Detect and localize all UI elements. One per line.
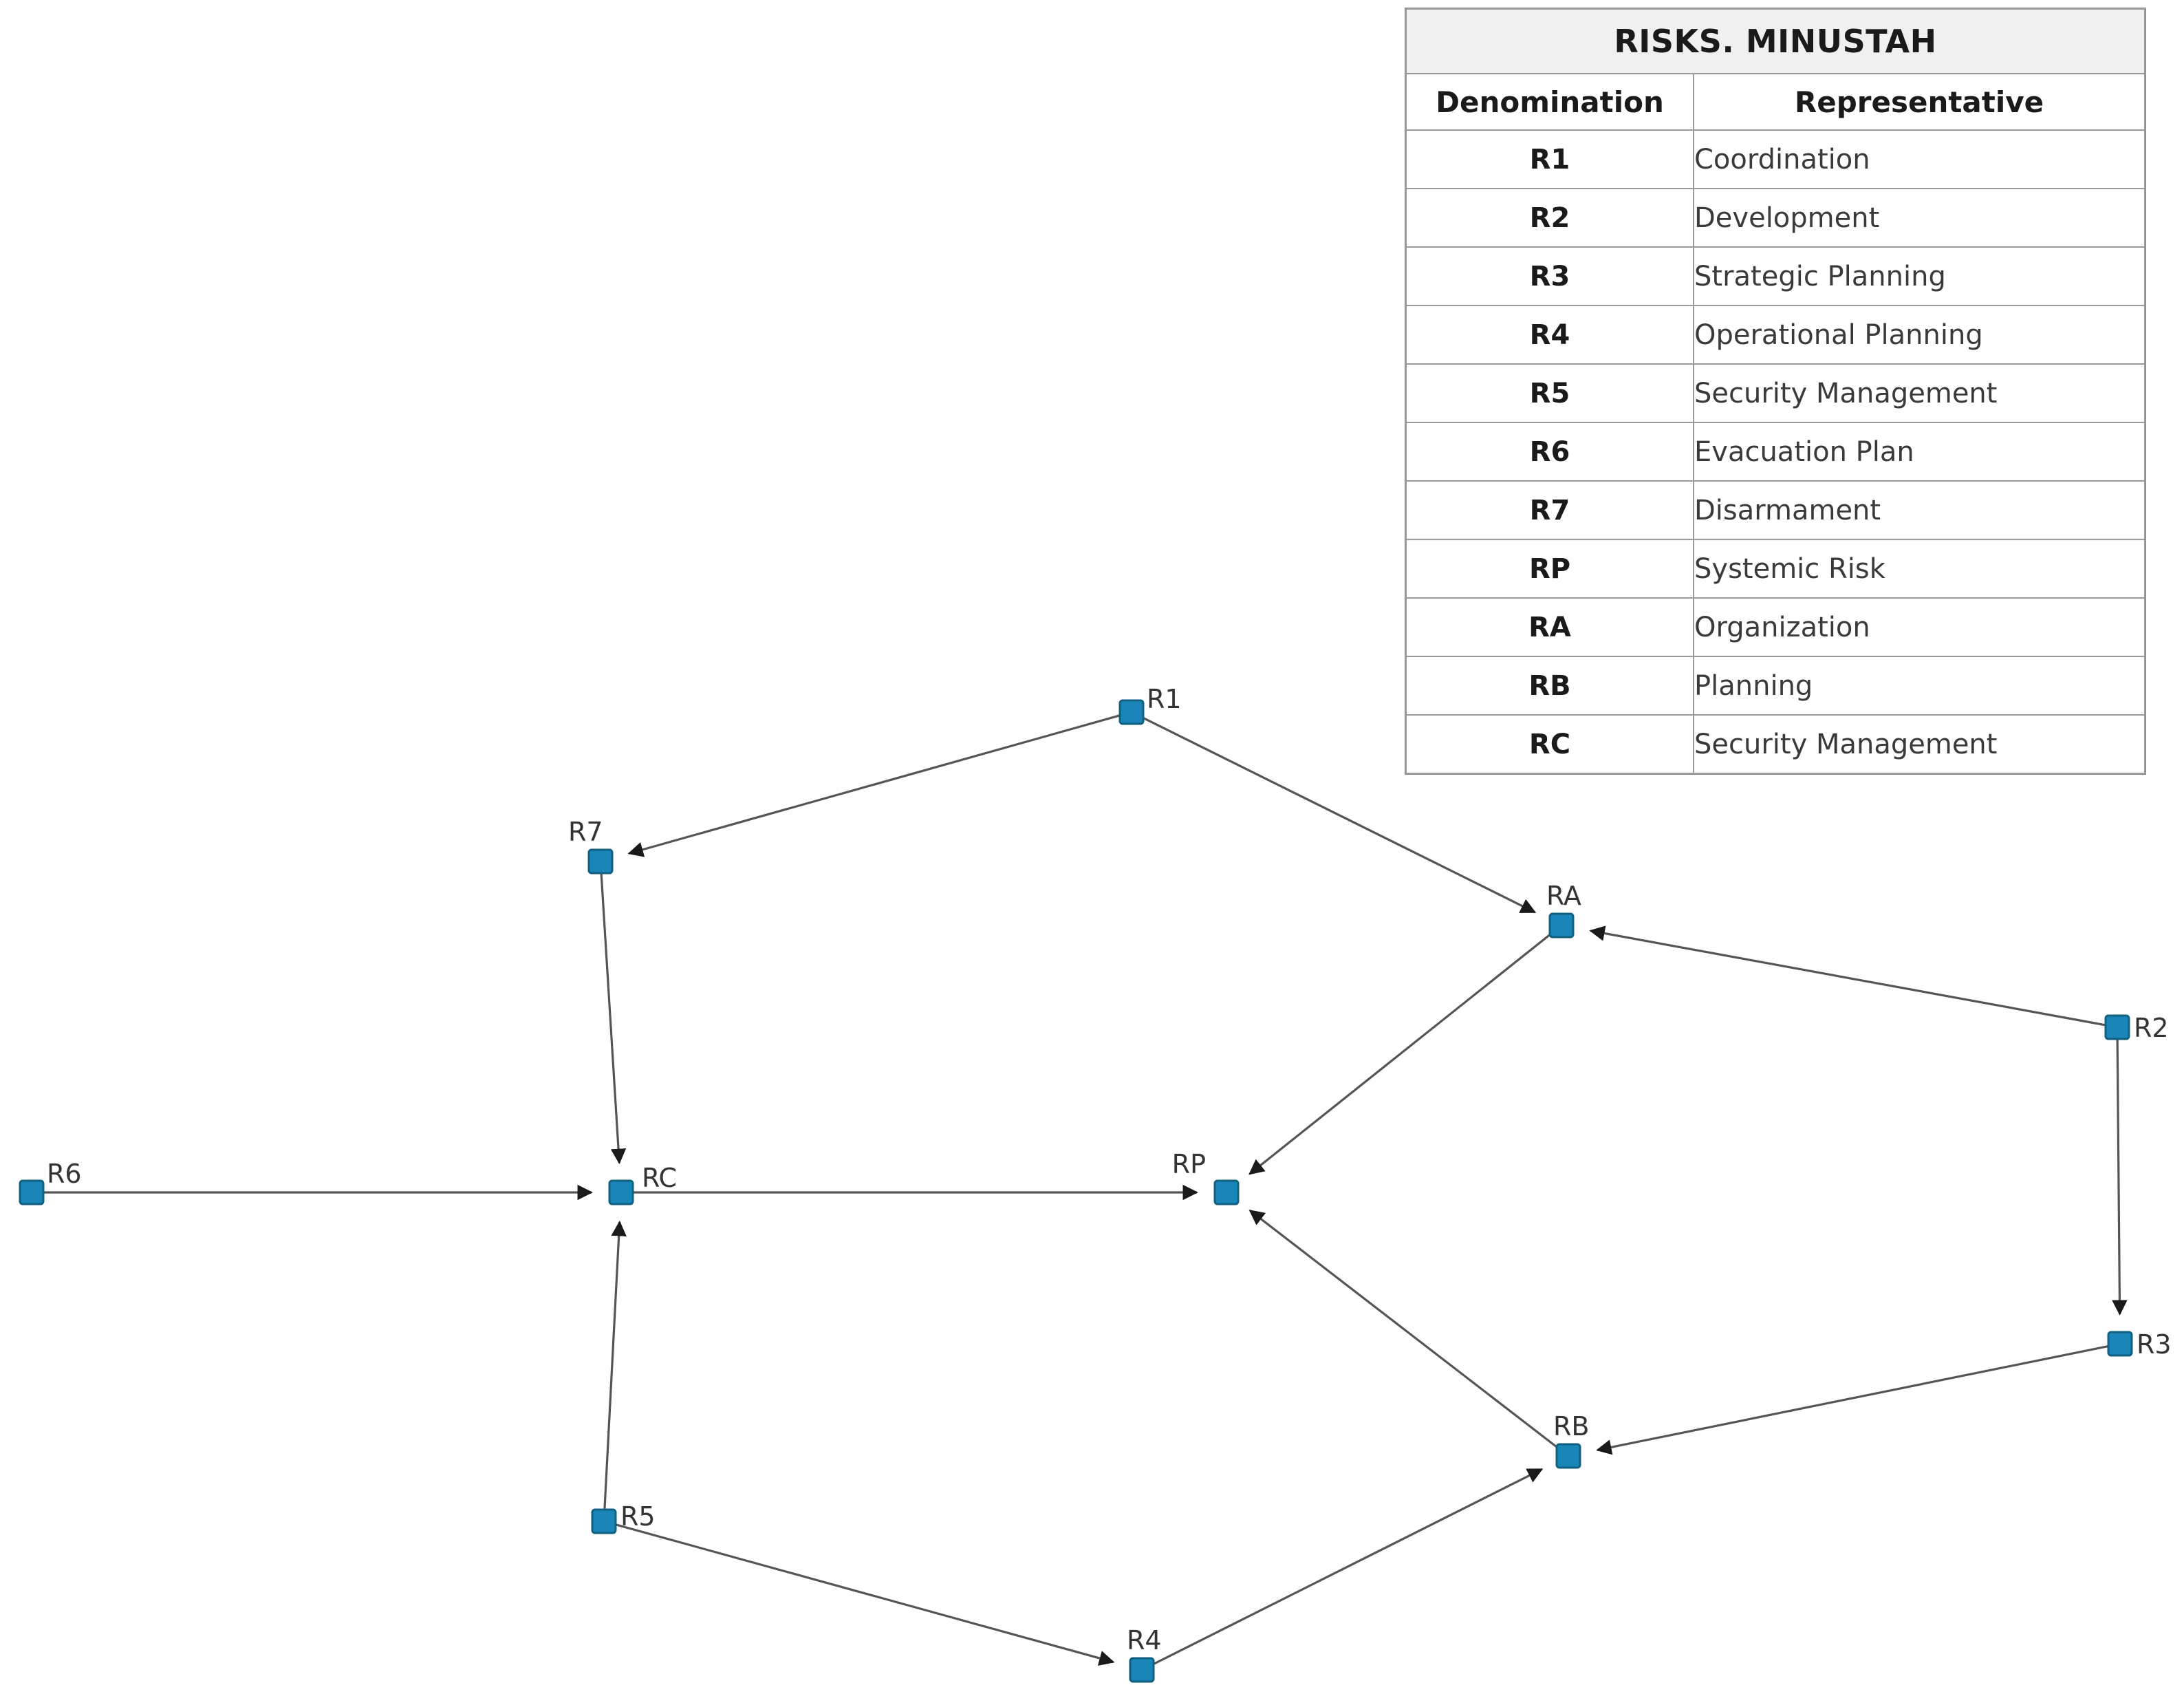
graph-node-r1[interactable]: R1 (1118, 684, 1182, 725)
edge-rb-to-rp (1248, 1209, 1560, 1450)
node-label-rp: RP (1172, 1149, 1206, 1179)
legend-representative-r1: Coordination (1693, 129, 2145, 189)
legend-header-row: Denomination Representative (1405, 73, 2145, 131)
edge-r1-to-r7 (627, 714, 1121, 857)
edge-r1-to-ra (1141, 716, 1537, 914)
node-square-r4[interactable] (1129, 1657, 1155, 1683)
legend-denomination-r1: R1 (1405, 129, 1694, 189)
node-label-r3: R3 (2137, 1329, 2172, 1360)
node-square-r5[interactable] (591, 1508, 617, 1534)
graph-node-rp[interactable]: RP (1172, 1149, 1240, 1205)
node-label-r2: R2 (2134, 1013, 2169, 1043)
legend-denomination-rc: RC (1405, 714, 1694, 774)
graph-node-r2[interactable]: R2 (2104, 1013, 2169, 1043)
node-square-r2[interactable] (2104, 1014, 2130, 1040)
graph-node-r5[interactable]: R5 (591, 1501, 656, 1534)
legend-denomination-ra: RA (1405, 597, 1694, 657)
graph-node-r6[interactable]: R6 (19, 1159, 82, 1205)
node-square-r1[interactable] (1118, 699, 1145, 725)
edge-r5-to-rc (603, 1221, 627, 1510)
node-label-r1: R1 (1147, 684, 1182, 714)
node-label-r4: R4 (1127, 1625, 1162, 1655)
graph-node-rc[interactable]: RC (608, 1163, 677, 1205)
node-label-r6: R6 (47, 1159, 82, 1189)
legend-representative-rc: Security Management (1693, 714, 2145, 774)
legend-representative-r7: Disarmament (1693, 480, 2145, 540)
graph-node-rb[interactable]: RB (1553, 1411, 1589, 1469)
legend-denomination-r7: R7 (1405, 480, 1694, 540)
node-label-ra: RA (1546, 881, 1581, 911)
edge-r4-to-rb (1152, 1468, 1544, 1666)
legend-representative-ra: Organization (1693, 597, 2145, 657)
node-label-r5: R5 (620, 1501, 656, 1532)
node-label-rb: RB (1553, 1411, 1589, 1441)
legend-representative-r4: Operational Planning (1693, 305, 2145, 365)
legend-denomination-r6: R6 (1405, 422, 1694, 482)
legend-column-representative: Representative (1693, 73, 2145, 131)
legend-title: RISKS. MINUSTAH (1405, 8, 2145, 74)
legend-representative-rp: Systemic Risk (1693, 539, 2145, 599)
node-label-rc: RC (642, 1163, 677, 1193)
risks-legend-panel: RISKS. MINUSTAH Denomination Representat… (1405, 8, 2145, 774)
node-square-rp[interactable] (1213, 1179, 1240, 1205)
legend-denomination-r2: R2 (1405, 188, 1694, 248)
legend-column-denomination: Denomination (1405, 73, 1694, 131)
legend-representative-r2: Development (1693, 188, 2145, 248)
edge-r2-to-r3 (2112, 1038, 2128, 1316)
node-square-ra[interactable] (1548, 912, 1575, 939)
edge-ra-to-rp (1248, 932, 1553, 1175)
graph-node-r3[interactable]: R3 (2107, 1329, 2172, 1360)
legend-representative-r5: Security Management (1693, 363, 2145, 423)
graph-edges-layer (43, 714, 2128, 1666)
edge-r2-to-ra (1589, 925, 2106, 1027)
risks-legend-table: RISKS. MINUSTAH Denomination Representat… (1405, 8, 2145, 774)
legend-representative-r3: Strategic Planning (1693, 246, 2145, 306)
legend-denomination-rb: RB (1405, 656, 1694, 716)
legend-title-row: RISKS. MINUSTAH (1405, 8, 2145, 74)
graph-node-ra[interactable]: RA (1546, 881, 1581, 939)
legend-denomination-r4: R4 (1405, 305, 1694, 365)
graph-node-r4[interactable]: R4 (1127, 1625, 1162, 1683)
node-square-rc[interactable] (608, 1179, 634, 1205)
edge-r3-to-rb (1596, 1344, 2109, 1455)
legend-denomination-rp: RP (1405, 539, 1694, 599)
node-square-r6[interactable] (19, 1179, 45, 1205)
legend-representative-rb: Planning (1693, 656, 2145, 716)
node-label-r7: R7 (568, 817, 603, 847)
edge-r5-to-r4 (614, 1523, 1115, 1666)
legend-denomination-r5: R5 (1405, 363, 1694, 423)
node-square-r7[interactable] (587, 848, 614, 875)
graph-node-r7[interactable]: R7 (568, 817, 614, 875)
node-square-r3[interactable] (2107, 1331, 2133, 1357)
legend-representative-r6: Evacuation Plan (1693, 422, 2145, 482)
edge-r7-to-rc (600, 872, 627, 1164)
node-square-rb[interactable] (1555, 1443, 1581, 1469)
legend-denomination-r3: R3 (1405, 246, 1694, 306)
